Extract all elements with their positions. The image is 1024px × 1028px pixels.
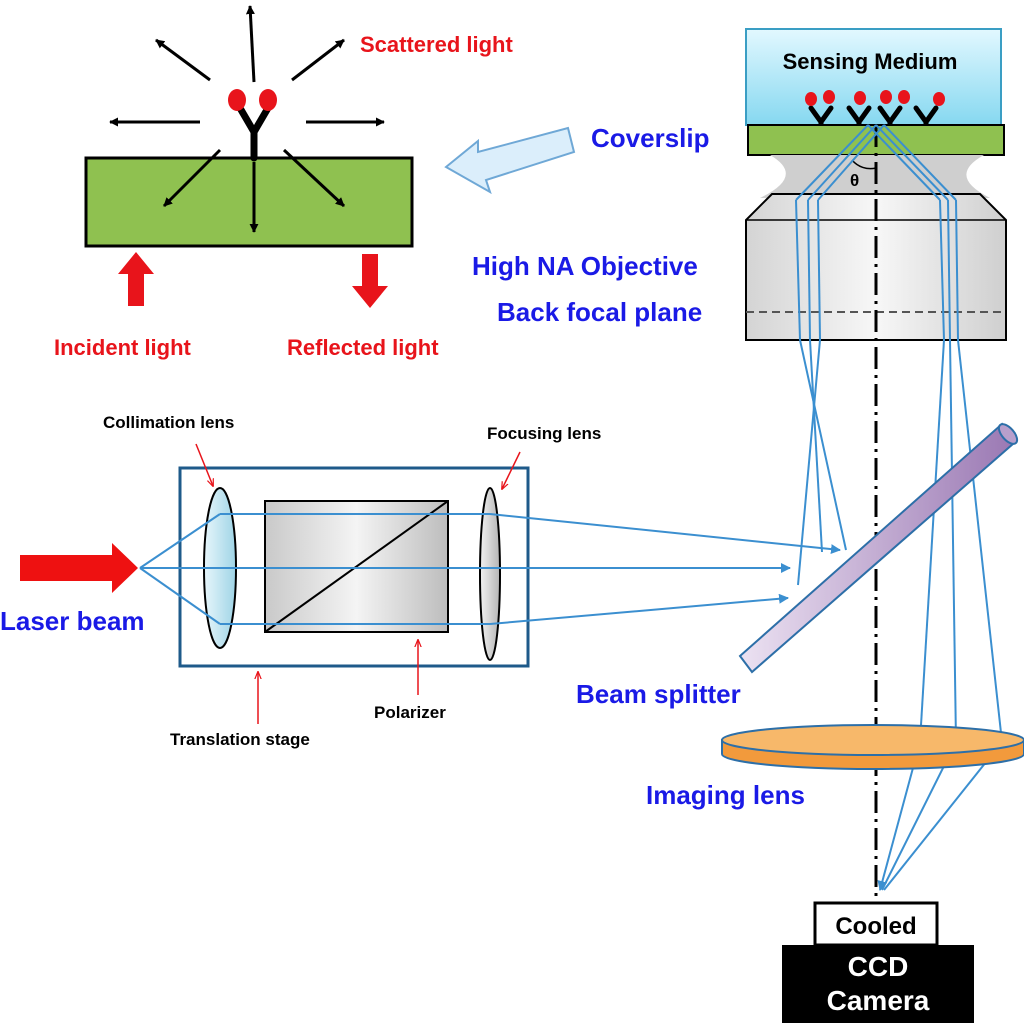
camera-cooler bbox=[813, 901, 939, 947]
theta-arc bbox=[851, 159, 877, 170]
back-focal-plane-label: Back focal plane bbox=[497, 297, 702, 327]
laser-arrow bbox=[20, 543, 138, 593]
antigen-dots bbox=[805, 90, 945, 106]
inset-substrate bbox=[84, 156, 414, 248]
camera-ccd-label: CCD bbox=[848, 951, 909, 982]
polarizer-diagonal bbox=[264, 500, 449, 633]
sensing-medium-box bbox=[745, 28, 1002, 126]
objective-label: High NA Objective bbox=[472, 251, 698, 281]
collimation-lens-label: Collimation lens bbox=[103, 413, 234, 432]
incident-light-arrow bbox=[118, 252, 154, 306]
ccd-camera bbox=[782, 945, 974, 1023]
sensing-medium-label: Sensing Medium bbox=[783, 49, 958, 74]
focusing-lens-pointer bbox=[502, 451, 521, 489]
reflected-light-arrow bbox=[352, 254, 388, 308]
coverslip-label: Coverslip bbox=[591, 123, 710, 153]
translation-stage-label: Translation stage bbox=[170, 730, 310, 749]
reflected-light-label: Reflected light bbox=[287, 335, 439, 360]
imaging-lens bbox=[721, 724, 1024, 770]
collimation-lens-pointer bbox=[195, 443, 213, 486]
scattering-inset: Scattered light Incident light Reflected… bbox=[54, 5, 513, 360]
focusing-lens bbox=[479, 487, 501, 661]
scattered-light-label: Scattered light bbox=[360, 32, 513, 57]
theta-label: θ bbox=[850, 171, 859, 190]
illumination-rays bbox=[139, 513, 841, 625]
beam-splitter bbox=[738, 422, 1019, 674]
focusing-lens-label: Focusing lens bbox=[487, 424, 601, 443]
objective-rays bbox=[795, 124, 1003, 891]
scatter-arrows bbox=[109, 5, 385, 233]
pointer-arrow bbox=[444, 126, 576, 195]
camera-name-label: Camera bbox=[827, 985, 930, 1016]
imaging-lens-label: Imaging lens bbox=[646, 780, 805, 810]
antibody-icon bbox=[228, 89, 277, 162]
beam-splitter-label: Beam splitter bbox=[576, 679, 741, 709]
camera-cooled-label: Cooled bbox=[835, 913, 916, 940]
incident-light-label: Incident light bbox=[54, 335, 192, 360]
polarizer-label: Polarizer bbox=[374, 703, 446, 722]
laser-beam-label: Laser beam bbox=[0, 606, 145, 636]
